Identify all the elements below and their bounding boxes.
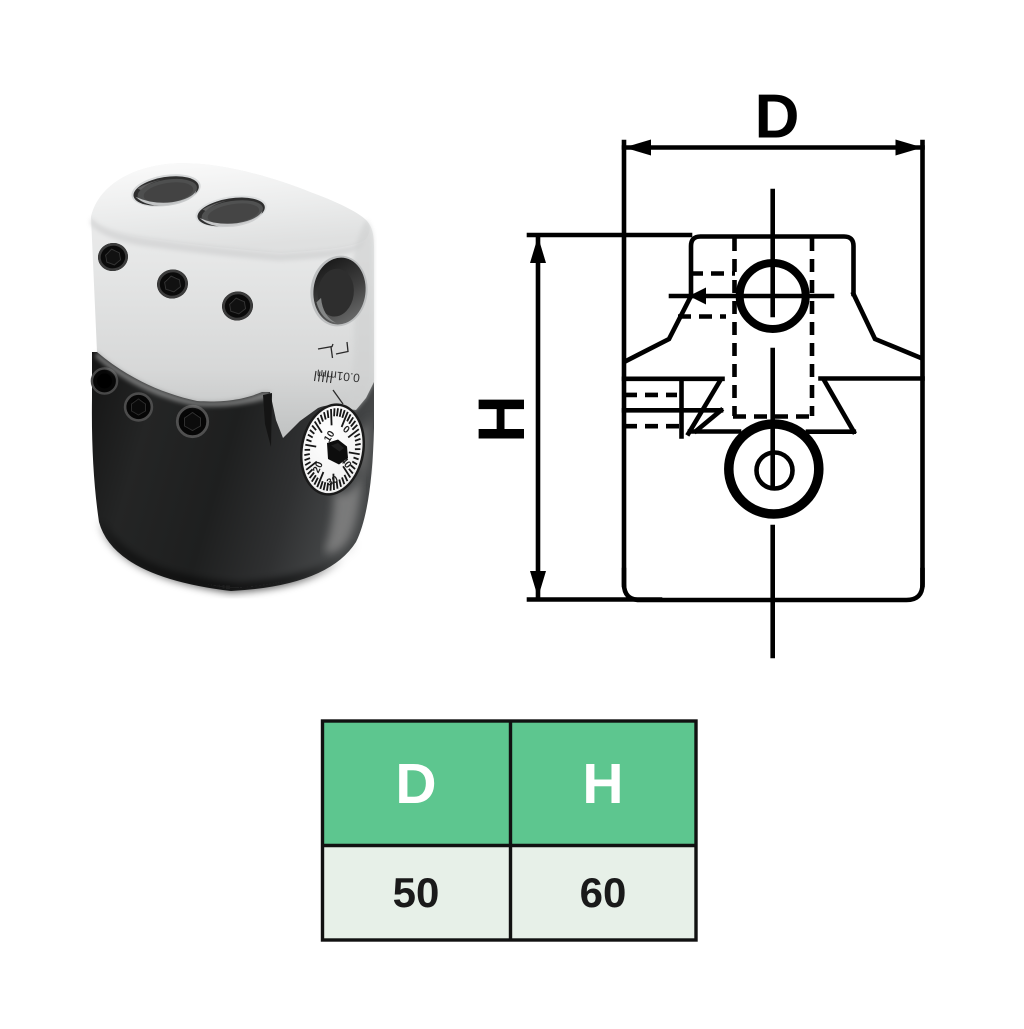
svg-text:60: 60 bbox=[580, 869, 627, 916]
svg-text:D: D bbox=[395, 752, 436, 816]
svg-text:H: H bbox=[464, 395, 538, 443]
svg-text:50: 50 bbox=[393, 869, 440, 916]
svg-text:H: H bbox=[582, 752, 623, 816]
svg-text:D: D bbox=[755, 83, 800, 152]
